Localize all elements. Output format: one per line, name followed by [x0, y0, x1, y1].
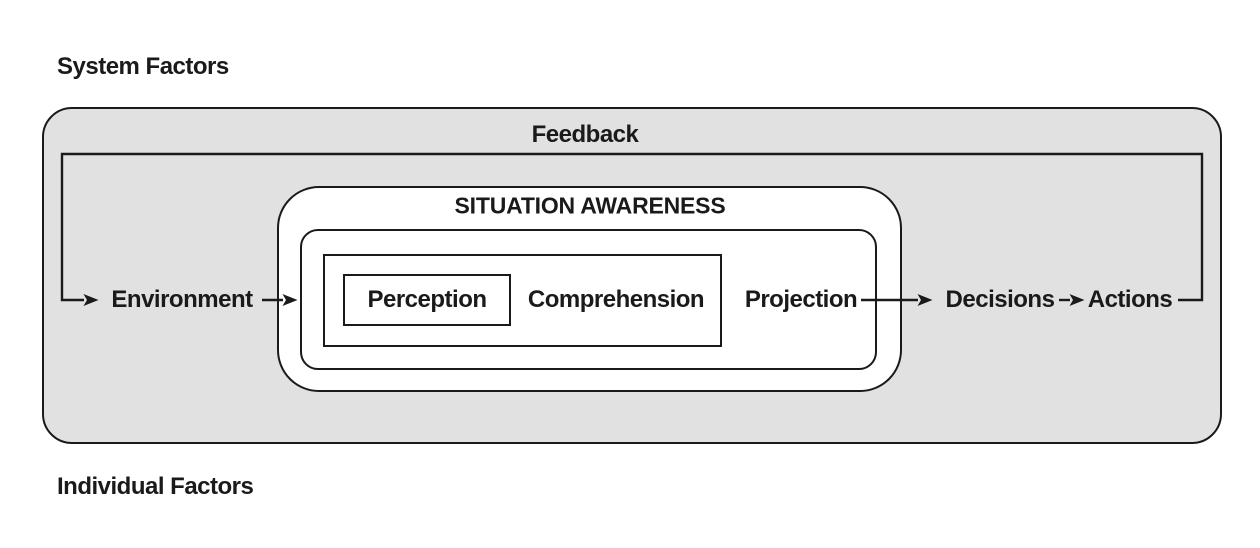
decisions-label: Decisions: [945, 286, 1055, 313]
environment-label: Environment: [111, 286, 253, 313]
perception-label: Perception: [367, 286, 487, 313]
comprehension-label: Comprehension: [527, 286, 705, 313]
perception-box: Perception: [343, 274, 511, 326]
actions-label: Actions: [1087, 286, 1173, 313]
feedback-label: Feedback: [531, 121, 639, 148]
individual-factors-label: Individual Factors: [57, 473, 254, 500]
system-factors-label: System Factors: [57, 53, 229, 80]
projection-label: Projection: [744, 286, 858, 313]
situation-awareness-title: SITUATION AWARENESS: [454, 192, 726, 219]
